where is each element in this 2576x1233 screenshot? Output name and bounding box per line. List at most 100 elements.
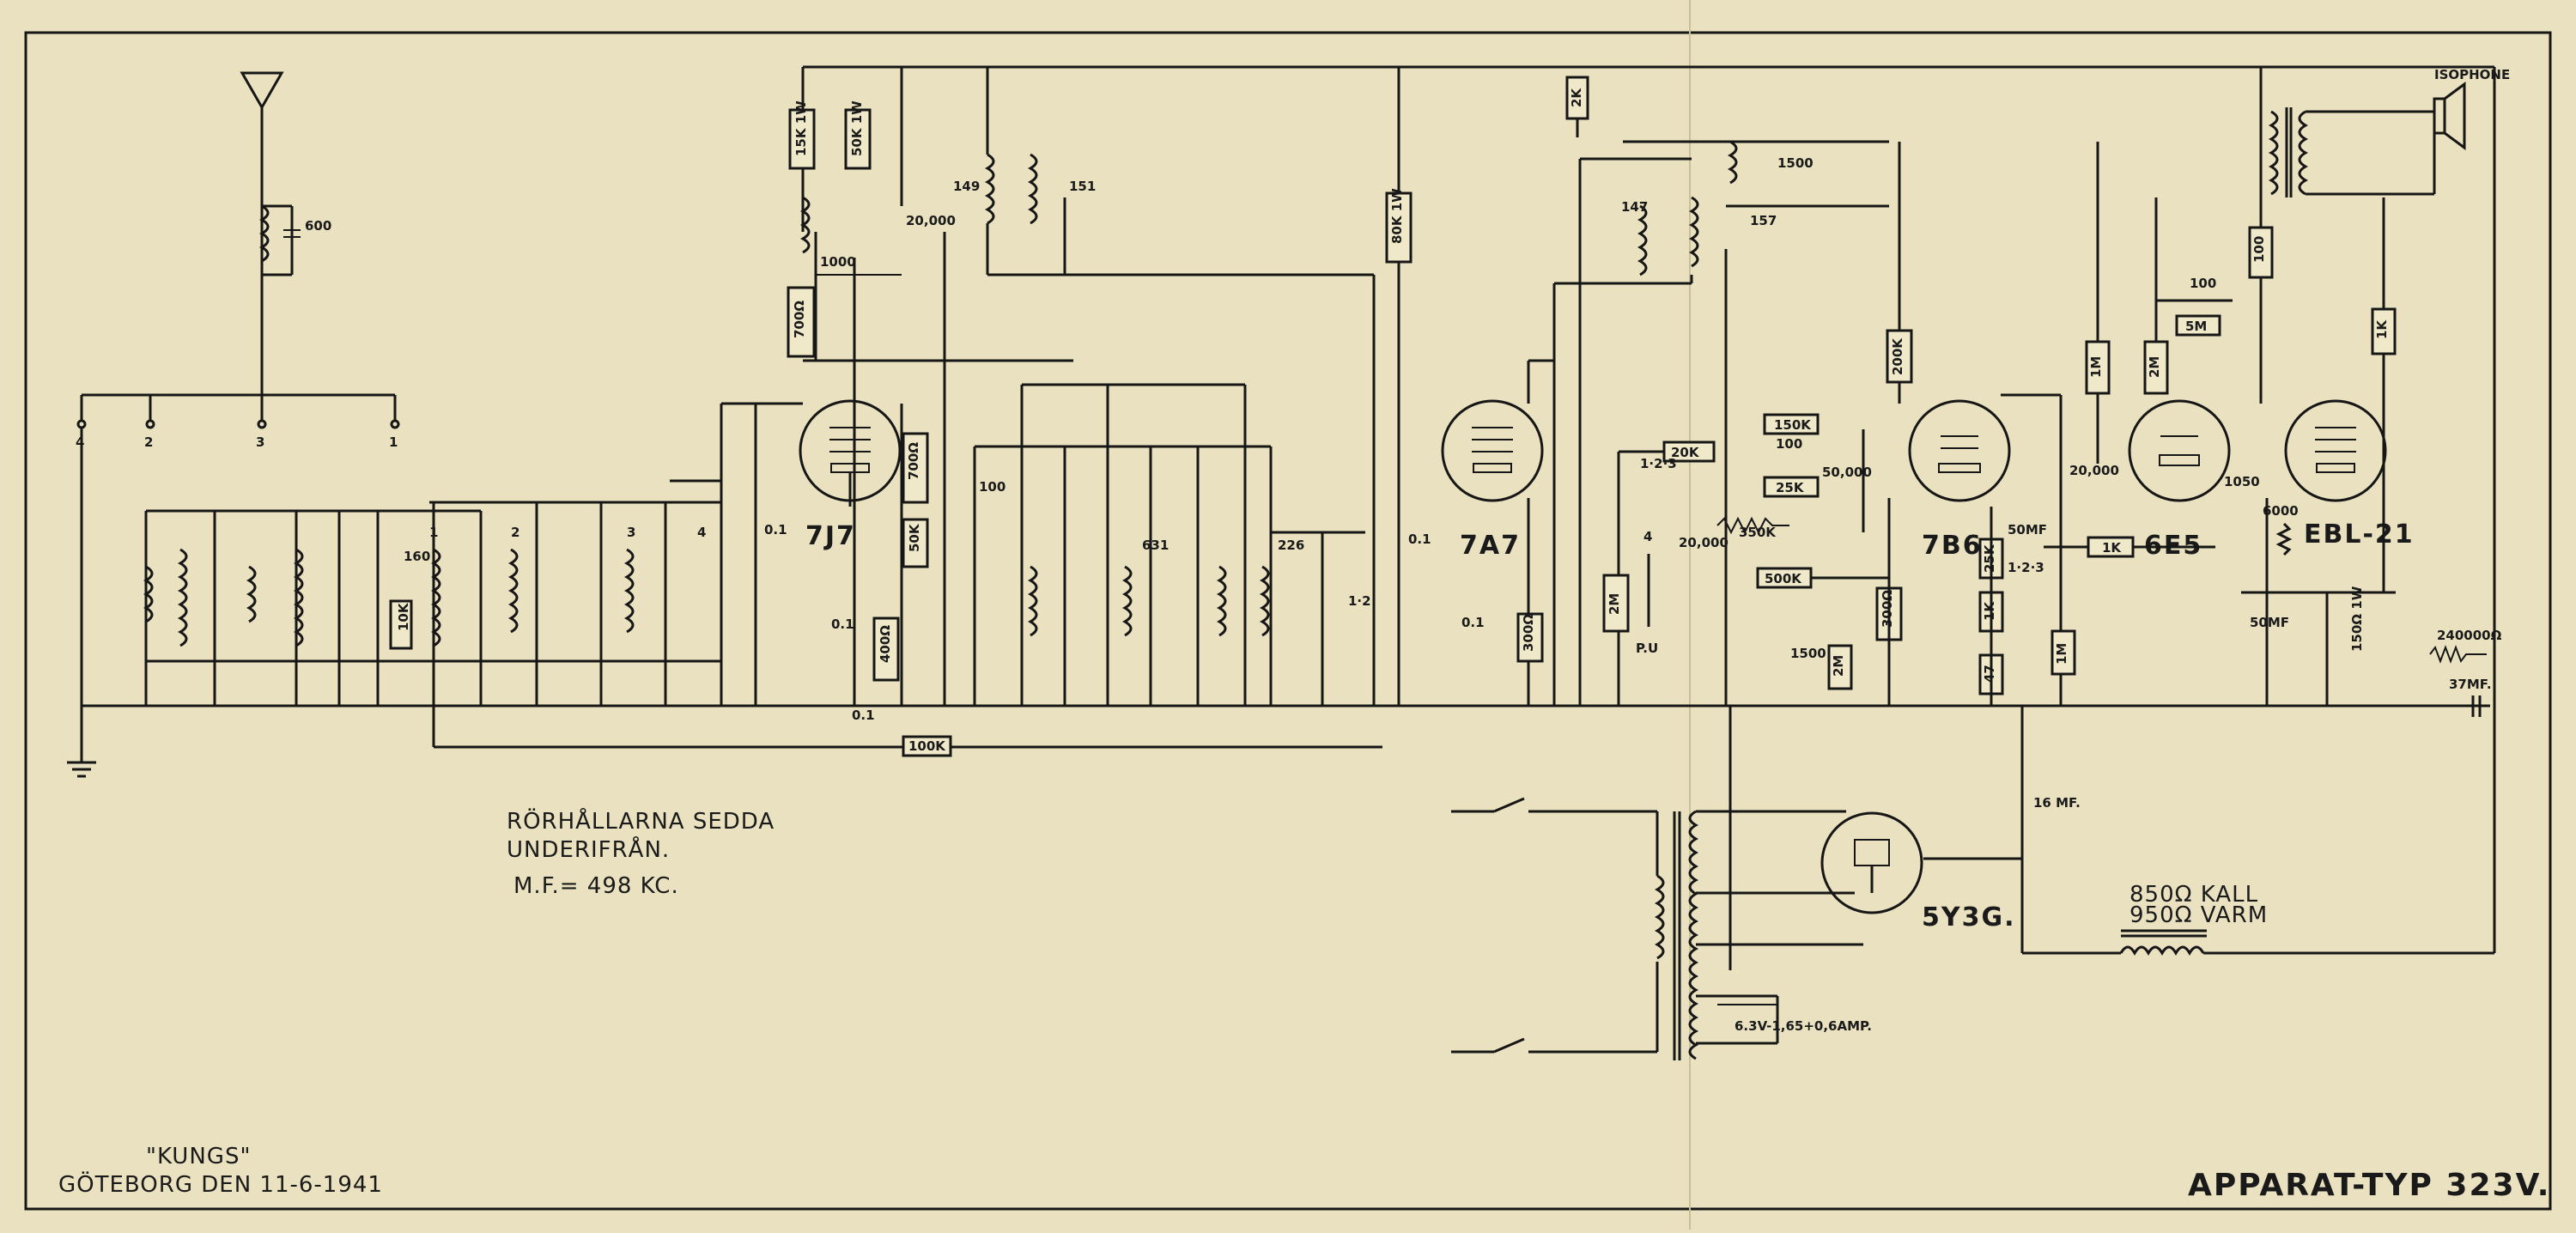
cap-01c-label: 0.1 [852,708,875,723]
ant-coil-label: 600 [305,218,331,234]
cap-37mf-label: 37MF. [2449,677,2492,692]
output-transformer [2268,107,2434,197]
isophone-label: ISOPHONE [2434,67,2510,82]
filter-choke [2119,929,2207,957]
cap-1050-label: 1050 [2224,474,2260,489]
r300b-label: 300Ω [1880,590,1895,628]
r350k-label: 350K [1739,525,1777,540]
cap-100c-label: 100 [2190,276,2216,291]
r5m-label: 5M [2185,319,2207,334]
tube-7A7-label: 7A7 [1460,531,1521,561]
cap-50000-label: 50,000 [1822,465,1872,480]
r150k-label: 150K [1774,417,1812,433]
note-line-1: RÖRHÅLLARNA SEDDA [507,807,775,835]
pu-label: P.U [1636,641,1658,656]
cap-01d-label: 0.1 [1408,531,1431,547]
coil-147-label: 147 [1621,199,1648,215]
r25kb-label: 25K [1982,544,1997,573]
note-line-3: M.F.= 498 KC. [513,873,679,899]
r100-label: 100 [2251,236,2267,263]
tube-7A7 [1441,399,1544,502]
r200k-label: 200K [1890,337,1905,375]
band-label-1: 1 [429,525,438,540]
r1mb-label: 1M [2054,643,2069,665]
r240000-label: 240000Ω [2437,628,2502,643]
coil-1500-label: 1500 [1777,155,1814,171]
r2mb-label: 2M [1831,655,1846,677]
cap-631-label: 631 [1142,538,1169,553]
tube-EBL21-label: EBL-21 [2304,519,2415,550]
mains-switch-top [1451,797,1659,876]
cap-20000b-label: 20,000 [1679,535,1728,550]
r500k-label: 500K [1765,571,1802,586]
r20k-label: 20K [1671,445,1700,460]
cap-20000a-label: 20,000 [906,213,956,228]
switch-pos-3: 3 [256,434,264,450]
cap-50mf-b-label: 50MF [2250,615,2289,630]
cap-50mf-a-label: 50MF [2008,522,2047,538]
r1k-label: 1K [2374,319,2390,339]
ground-symbol [67,761,96,778]
tube-5Y3G-label: 5Y3G. [1922,902,2016,932]
tube-7B6-grid [1938,435,1981,473]
coil-151-label: 151 [1069,179,1096,194]
drawing-border [24,31,2552,1211]
heater-label: 6.3V-1,65+0,6AMP. [1735,1018,1872,1034]
r2m-label: 2M [1607,593,1622,615]
coil-149-label: 149 [953,179,980,194]
r300-label: 300Ω [1521,614,1536,652]
cap-01e-label: 0.1 [1461,615,1485,630]
tube-7J7-label: 7J7 [805,521,856,551]
pu-pos-label: 1·2·3 [1640,456,1677,471]
r47-label: 47 [1982,665,1997,683]
tube-7B6 [1908,399,2011,502]
maker-label: "KUNGS" [146,1144,251,1169]
if-transformer-2 [1554,140,1889,706]
cap-100a-label: 100 [979,479,1005,495]
r15k-label: 15K 1W [793,100,809,156]
switch-contact-row [76,395,400,429]
switch-pos-4: 1 [389,434,398,450]
tube-7B6-label: 7B6 [1922,531,1983,561]
r1kb-label: 1K [1982,601,1997,621]
r2k-label: 2K [1569,88,1584,107]
tube-6E5-grid [2159,435,2200,466]
note-line-2: UNDERIFRÅN. [507,835,670,863]
r50kb-label: 50K [907,523,922,552]
osc-coil-bank [973,383,1365,706]
tube-6E5 [2128,399,2231,502]
cap-20000c-label: 20,000 [2069,463,2119,478]
antenna-coil [258,204,301,276]
r25k-label: 25K [1776,480,1805,495]
sw-12-label: 1·2 [1348,593,1371,609]
r1kc-label: 1K [2102,540,2122,556]
drawing-title: APPARAT-TYP 323V. [2188,1168,2550,1203]
r50k-label: 50K 1W [849,100,865,156]
cap-01a-label: 0.1 [764,522,787,538]
switch-pos-1: 4 [76,434,84,450]
cap-6000-label: 6000 [2263,503,2299,519]
r2mc-label: 2M [2147,356,2162,378]
if-transformer-1 [945,67,1376,706]
cap-100b-label: 100 [1776,436,1802,452]
tube-5Y3G [1820,811,1923,914]
cap-226-label: 226 [1278,538,1304,553]
r400-label: 400Ω [878,625,893,663]
cap-160-label: 160 [404,549,430,564]
cap-01b-label: 0.1 [831,616,854,632]
band-label-4: 4 [697,525,706,540]
antenna-symbol [240,71,284,395]
r1m-label: 1M [2088,356,2104,378]
tube-7A7-grid [1472,427,1513,473]
r700a-label: 700Ω [792,301,807,338]
cap-1500-label: 1500 [1790,646,1826,661]
rf-coil-bank [143,404,723,706]
power-transformer [1654,706,1863,1060]
switch-pos-2: 2 [144,434,153,450]
speaker-icon [2433,82,2466,150]
coil-157-label: 157 [1750,213,1777,228]
band-label-3: 3 [627,525,635,540]
cap-1000-label: 1000 [820,254,856,270]
